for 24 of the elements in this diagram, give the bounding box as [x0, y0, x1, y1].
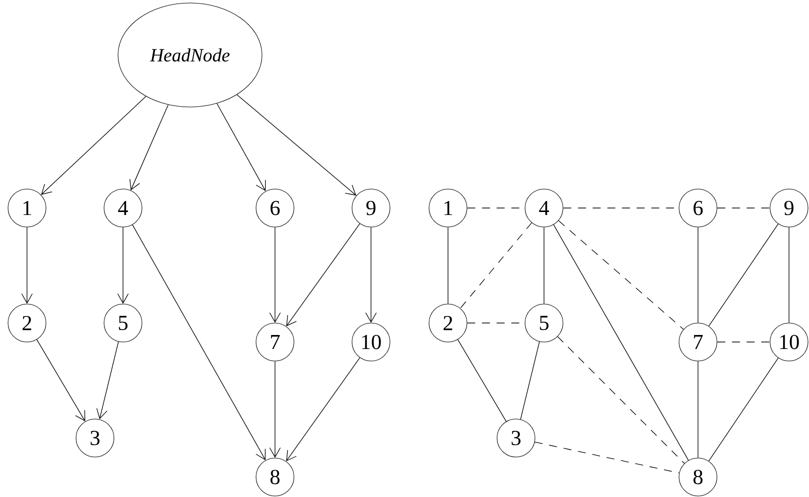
arrow — [269, 360, 281, 458]
arrow — [36, 339, 86, 422]
connector-line — [553, 224, 689, 461]
connector-line — [457, 339, 507, 422]
connector-line — [558, 220, 684, 330]
arrow — [132, 224, 266, 460]
connector-line — [534, 442, 680, 474]
arrow — [216, 103, 266, 192]
arrow — [286, 223, 360, 326]
connector-line — [708, 358, 779, 462]
arrow — [117, 226, 129, 304]
arrow — [21, 226, 33, 304]
connector-line — [788, 226, 790, 324]
connector-line — [520, 341, 540, 420]
arrow — [96, 341, 119, 420]
arrow — [365, 226, 377, 323]
connector-line — [460, 222, 532, 309]
arrow — [130, 104, 169, 190]
arrow — [269, 226, 281, 323]
arrow — [236, 94, 356, 196]
connector-line — [557, 336, 685, 464]
arrow — [41, 96, 146, 195]
arrow — [286, 357, 360, 462]
connector-line — [708, 224, 779, 326]
